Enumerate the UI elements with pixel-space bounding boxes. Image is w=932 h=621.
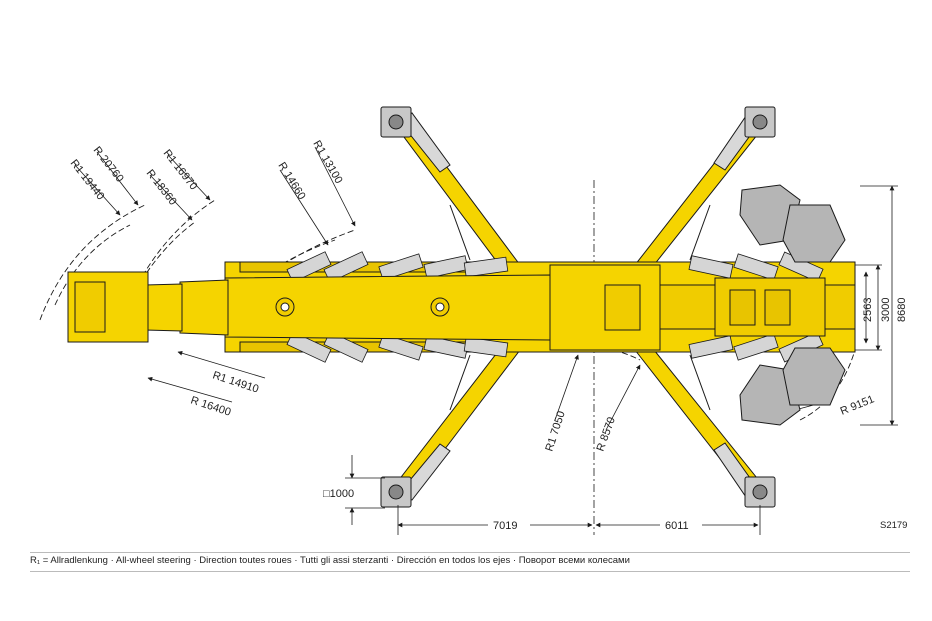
superstructure [549,264,826,351]
boom-base-section [224,274,551,341]
label-r1-14910: R1 14910 [211,369,260,395]
wheels-top [286,251,824,283]
arc-r-18360 [119,221,196,321]
wheels-bottom [286,331,824,363]
outrigger-pads [380,106,776,508]
dim-3000: 3000 [880,298,892,322]
boom [67,271,551,343]
dim-2563: 2563 [862,298,874,322]
dim-7019: 7019 [493,520,517,532]
counterweights [739,184,846,426]
dim-8680: 8680 [896,298,908,322]
boom-telescope-1 [179,279,229,336]
arc-r-20760 [54,224,131,306]
arc-r1-16970 [129,199,216,301]
wheels [286,251,824,363]
boom-telescope-2 [144,283,183,332]
label-r-9151: R 9151 [839,393,876,417]
outrigger-rear-left [394,344,521,496]
counterweight-bottom-2 [782,347,846,406]
label-r-18360: R 18360 [144,167,179,207]
cab [604,284,641,331]
label-r-20760: R 20760 [91,144,126,184]
counterweight-top-2 [782,204,846,263]
legend: R₁ = Allradlenkung · All-wheel steering … [30,552,910,572]
label-r-14660: R 14660 [275,160,307,202]
arc-r1-19440 [39,204,146,321]
figure-code: S2179 [880,520,908,531]
label-r1-7050: R1 7050 [543,410,567,453]
label-r-8570: R 8570 [595,416,618,453]
label-r-16400: R 16400 [189,394,232,418]
arc-r-9151 [799,349,856,421]
label-r1-13100: R1 13100 [310,139,344,186]
dim-6011: 6011 [665,520,689,532]
dim-pad-1000: □1000 [323,488,354,500]
dimension-labels: 7019 6011 8680 3000 2563 □1000 [323,298,908,532]
